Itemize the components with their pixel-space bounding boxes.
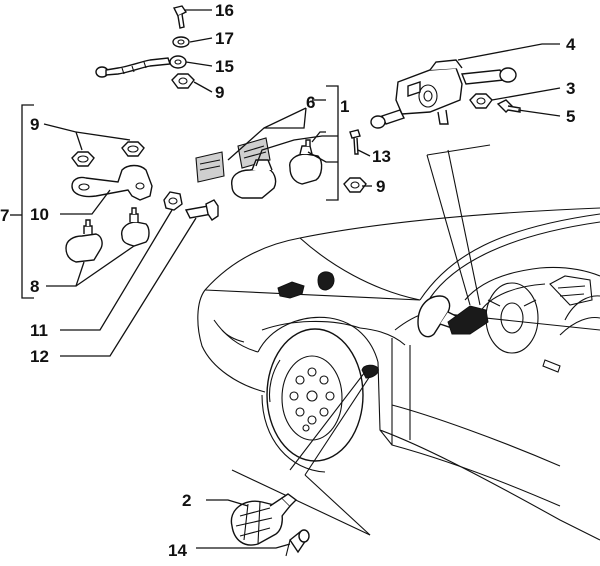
nut-9-left: [71, 141, 145, 167]
callout-1: 1: [340, 97, 349, 116]
screw-5: [496, 99, 521, 113]
screw-13: [349, 129, 361, 155]
callout-15: 15: [215, 57, 234, 76]
cable-15: [95, 55, 187, 78]
callout-7: 7: [0, 206, 9, 225]
callout-4: 4: [566, 35, 576, 54]
callout-6: 6: [306, 93, 315, 112]
car-body: [197, 144, 600, 541]
nut-9-top: [171, 73, 195, 89]
leader-lines: [43, 9, 561, 549]
mounting-bracket-10: [71, 164, 153, 201]
bracket-group-1: [326, 85, 339, 201]
callout-14: 14: [168, 541, 187, 560]
steering-column-switch-4: [370, 59, 517, 129]
callout-8: 8: [30, 277, 39, 296]
callout-10: 10: [30, 205, 49, 224]
bracket-group-7: [10, 104, 34, 299]
lamp-holder-8: [65, 207, 150, 263]
wheel-holes: [289, 367, 335, 432]
nut-3: [469, 93, 493, 109]
callout-9-left: 9: [30, 115, 39, 134]
washer-and-bolt: [163, 191, 219, 221]
callout-17: 17: [215, 29, 234, 48]
callout-16: 16: [215, 1, 234, 20]
callout-12: 12: [30, 347, 49, 366]
callout-13: 13: [372, 147, 391, 166]
callout-2: 2: [182, 491, 191, 510]
callout-3: 3: [566, 79, 575, 98]
side-lamp-housings: [231, 139, 323, 199]
side-repeater-lamp-2: [230, 493, 298, 546]
callout-9-mid: 9: [376, 177, 385, 196]
callout-9-top: 9: [215, 83, 224, 102]
screw-16: [172, 5, 188, 29]
bulb-14: [285, 529, 310, 557]
callout-5: 5: [566, 107, 575, 126]
callout-labels: 16 17 15 9 4 3 5 6 1 13 9 9 7 10 8 11 12…: [0, 1, 576, 560]
washer-17: [172, 36, 190, 48]
nut-9-mid: [343, 177, 367, 193]
callout-11: 11: [30, 321, 48, 340]
